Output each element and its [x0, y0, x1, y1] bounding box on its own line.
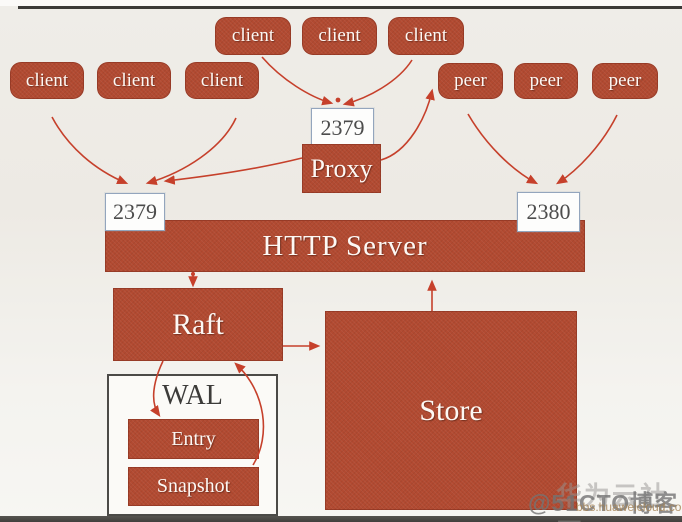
- peer-node: peer: [438, 63, 503, 99]
- store-label: Store: [419, 393, 483, 427]
- client-node: client: [97, 62, 171, 99]
- client-port-box: 2379: [105, 193, 165, 231]
- client-label: client: [25, 69, 69, 91]
- client-node: client: [302, 17, 377, 55]
- http-server-label: HTTP Server: [262, 229, 428, 262]
- proxy-port-label: 2379: [320, 114, 365, 140]
- client-label: client: [318, 25, 361, 46]
- proxy-port-box: 2379: [311, 108, 374, 147]
- http-server-node: HTTP Server: [105, 220, 585, 272]
- arrow-client-to-proxy-port: [261, 56, 334, 106]
- client-port-label: 2379: [113, 199, 157, 224]
- arrow-client-to-port2379: [51, 116, 129, 185]
- arrow-proxy-to-peer: [380, 88, 435, 161]
- bottom-border-bar: [0, 516, 682, 522]
- arrow-proxy-to-port2379: [163, 157, 303, 185]
- peer-label: peer: [529, 70, 563, 91]
- peer-port-label: 2380: [526, 199, 571, 224]
- peer-label: peer: [608, 70, 642, 91]
- wal-title: WAL: [162, 380, 223, 411]
- arrow-junction-dot: [191, 272, 195, 276]
- store-node: Store: [325, 311, 577, 510]
- arrow-peer-to-port2380: [555, 114, 618, 185]
- watermark-51cto: @51CTO博客: [528, 490, 679, 516]
- peer-node: peer: [514, 63, 578, 99]
- proxy-node: Proxy: [302, 144, 381, 193]
- client-label: client: [200, 69, 244, 91]
- arrow-client-to-port2379: [145, 117, 237, 186]
- wal-entry-label: Entry: [171, 427, 216, 450]
- arrow-client-to-proxy-port: [342, 59, 413, 107]
- peer-port-box: 2380: [517, 192, 580, 232]
- proxy-label: Proxy: [310, 153, 373, 183]
- wal-entry-node: Entry: [128, 419, 259, 459]
- top-margin: [0, 0, 682, 6]
- peer-node: peer: [592, 63, 658, 99]
- wal-snapshot-node: Snapshot: [128, 467, 259, 506]
- arrow-junction-dot: [335, 97, 341, 103]
- client-node: client: [185, 62, 259, 99]
- client-label: client: [112, 69, 156, 91]
- client-node: client: [10, 62, 84, 99]
- client-node: client: [215, 17, 291, 55]
- peer-label: peer: [454, 70, 487, 91]
- raft-node: Raft: [113, 288, 283, 361]
- watermark-url: bbs.huaweicloud.com: [576, 500, 682, 514]
- top-border-line: [18, 6, 682, 9]
- arrow-peer-to-port2380: [467, 113, 539, 185]
- watermark-huaweicloud: 华为云社区: [556, 481, 669, 522]
- client-node: client: [388, 17, 464, 55]
- wal-snapshot-label: Snapshot: [156, 475, 231, 497]
- client-label: client: [404, 25, 448, 46]
- raft-label: Raft: [172, 307, 224, 341]
- client-label: client: [231, 25, 275, 46]
